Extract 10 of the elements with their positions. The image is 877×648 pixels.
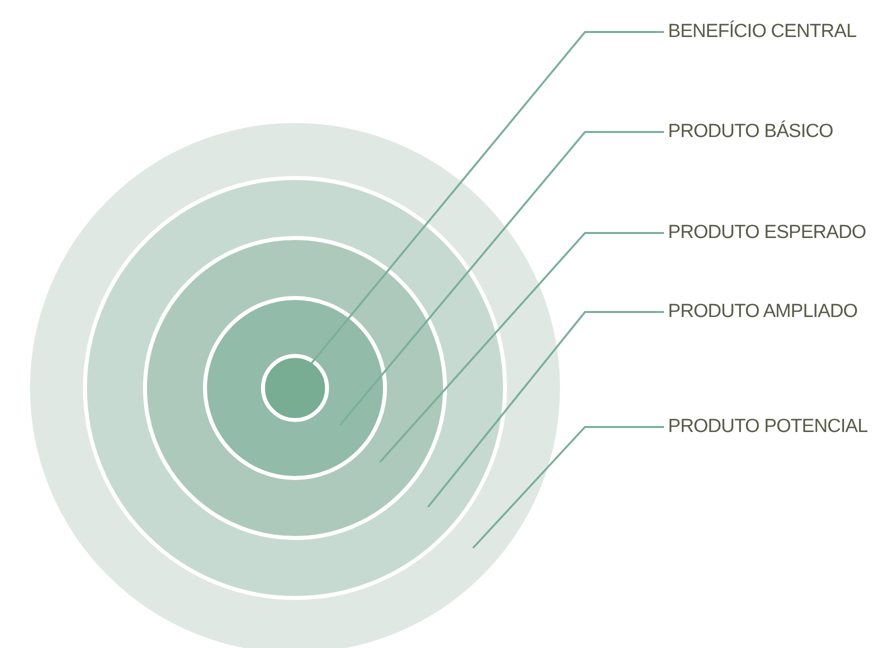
leader-line bbox=[309, 31, 664, 366]
leader-line bbox=[339, 131, 664, 426]
layer-label: BENEFÍCIO CENTRAL bbox=[668, 18, 856, 46]
layer-label: PRODUTO POTENCIAL bbox=[668, 413, 868, 441]
leader-line bbox=[379, 232, 664, 463]
leader-line bbox=[427, 311, 664, 508]
layer-label: PRODUTO ESPERADO bbox=[668, 219, 866, 247]
leader-line bbox=[472, 426, 664, 549]
layer-label: PRODUTO BÁSICO bbox=[668, 118, 834, 146]
layer-label: PRODUTO AMPLIADO bbox=[668, 298, 858, 326]
